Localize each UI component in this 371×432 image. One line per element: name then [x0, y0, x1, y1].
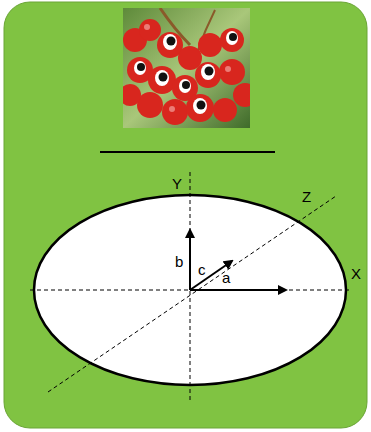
semi-axis-label: c — [198, 262, 206, 278]
semi-axis-label: a — [222, 270, 230, 286]
axis-label: Y — [172, 176, 182, 192]
semi-axis-label: b — [175, 254, 183, 270]
axis-label: X — [351, 266, 361, 282]
guarana-photo — [123, 8, 250, 128]
semi-axis-arrows — [190, 230, 286, 290]
axes — [30, 172, 352, 402]
separator-line — [100, 151, 275, 153]
axis-label: Z — [302, 189, 311, 205]
